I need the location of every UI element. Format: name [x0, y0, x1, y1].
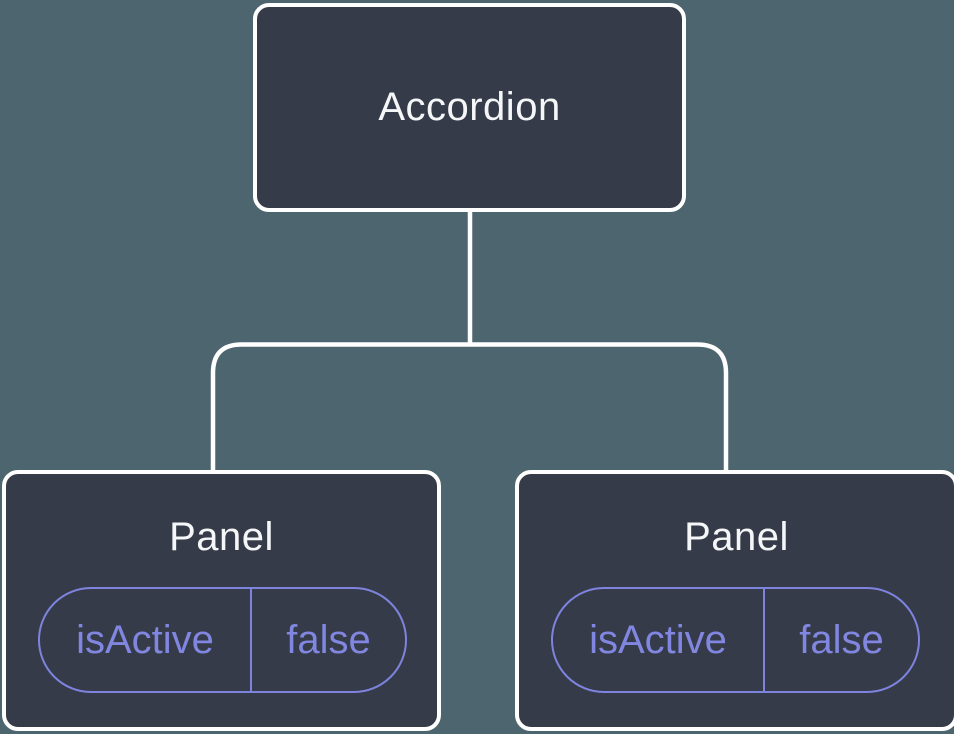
- panel-node-right: Panel isActive false: [515, 470, 954, 731]
- pill-divider: [250, 589, 252, 691]
- state-name: isActive: [76, 617, 214, 662]
- pill-divider: [763, 589, 765, 691]
- state-value: false: [799, 617, 884, 662]
- panel-node-label: Panel: [169, 515, 274, 559]
- panel-node-left: Panel isActive false: [2, 470, 441, 731]
- panel-node-label: Panel: [684, 515, 789, 559]
- state-value: false: [286, 617, 371, 662]
- state-pill: isActive false: [38, 587, 407, 693]
- state-pill: isActive false: [551, 587, 920, 693]
- accordion-node: Accordion: [253, 3, 686, 212]
- accordion-node-label: Accordion: [378, 85, 561, 129]
- state-name: isActive: [589, 617, 727, 662]
